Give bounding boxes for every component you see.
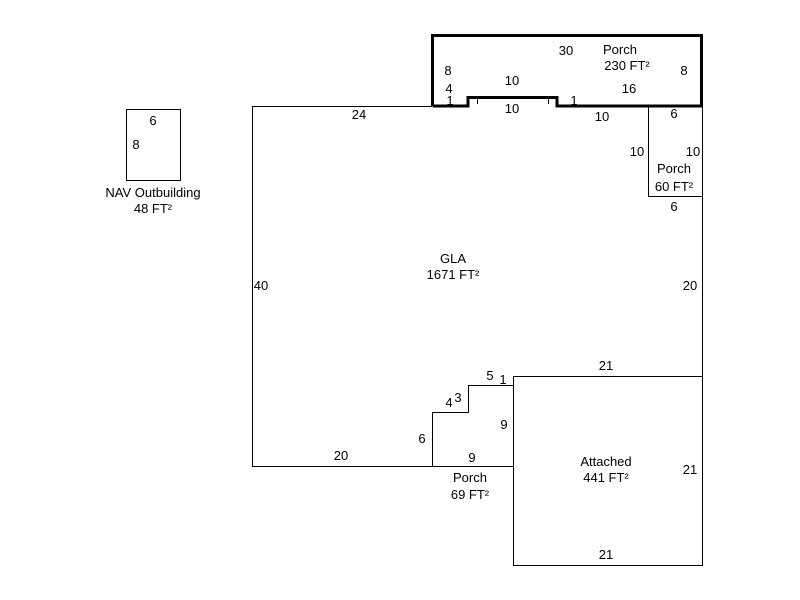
porch-top-area: 230 FT² bbox=[604, 58, 650, 73]
dim-label: 1 bbox=[499, 372, 506, 387]
dim-label: 21 bbox=[683, 462, 697, 477]
dim-label: 16 bbox=[622, 81, 636, 96]
dim-label: 10 bbox=[505, 101, 519, 116]
outbuilding-outline bbox=[126, 109, 181, 181]
porch-bottom-area: 69 FT² bbox=[451, 487, 490, 502]
dim-label: 4 bbox=[445, 395, 452, 410]
porch-bottom-name: Porch bbox=[453, 470, 487, 485]
dimension-labels: 6 8 24 40 20 20 30 8 8 16 10 10 4 1 1 10… bbox=[132, 43, 700, 562]
dim-label: 10 bbox=[505, 73, 519, 88]
dim-label: 8 bbox=[132, 137, 139, 152]
dim-label: 21 bbox=[599, 547, 613, 562]
attached-name: Attached bbox=[580, 454, 631, 469]
dim-label: 6 bbox=[149, 113, 156, 128]
porch-right-area: 60 FT² bbox=[655, 179, 694, 194]
dim-label: 8 bbox=[680, 63, 687, 78]
dim-label: 20 bbox=[683, 278, 697, 293]
dim-label: 1 bbox=[446, 93, 453, 108]
dim-label: 8 bbox=[444, 63, 451, 78]
porch-top-name: Porch bbox=[603, 42, 637, 57]
porch-right-name: Porch bbox=[657, 161, 691, 176]
outbuilding-area: 48 FT² bbox=[134, 201, 173, 216]
gla-name: GLA bbox=[440, 251, 466, 266]
gla-outline bbox=[252, 106, 513, 467]
dim-label: 30 bbox=[559, 43, 573, 58]
outbuilding-name: NAV Outbuilding bbox=[105, 185, 200, 200]
dim-label: 5 bbox=[486, 368, 493, 383]
dim-label: 4 bbox=[445, 81, 452, 96]
dim-label: 10 bbox=[595, 109, 609, 124]
attached-area: 441 FT² bbox=[583, 470, 629, 485]
dim-label: 21 bbox=[599, 358, 613, 373]
gla-area: 1671 FT² bbox=[427, 267, 480, 282]
dim-label: 24 bbox=[352, 107, 366, 122]
dim-label: 1 bbox=[570, 93, 577, 108]
dim-label: 10 bbox=[630, 144, 644, 159]
dim-label: 20 bbox=[334, 448, 348, 463]
dim-label: 6 bbox=[418, 431, 425, 446]
dim-label: 6 bbox=[670, 106, 677, 121]
porch-bottom-outline bbox=[432, 385, 513, 466]
porch-right-outline bbox=[648, 106, 702, 197]
attached-outline bbox=[513, 376, 703, 566]
dim-label: 10 bbox=[686, 144, 700, 159]
dim-label: 9 bbox=[468, 450, 475, 465]
dim-label: 3 bbox=[454, 390, 461, 405]
dim-label: 40 bbox=[254, 278, 268, 293]
dim-label: 6 bbox=[670, 199, 677, 214]
dim-label: 9 bbox=[500, 417, 507, 432]
porch-top-outline bbox=[431, 34, 703, 108]
